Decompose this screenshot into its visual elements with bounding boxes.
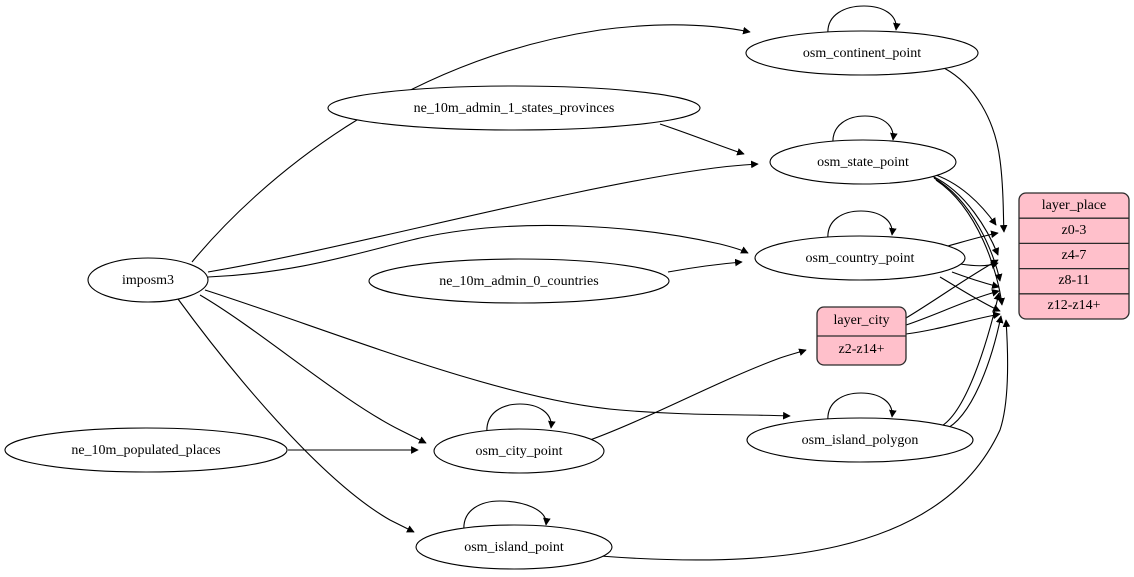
edge-imposm3-to-osm-city-point bbox=[199, 294, 427, 444]
edge-osm-island-polygon-to-layer-place-z8-11 bbox=[937, 292, 1002, 429]
record-row-layer-city-header: layer_city bbox=[834, 313, 890, 328]
node-ne-10m-admin-0-countries[interactable]: ne_10m_admin_0_countries bbox=[368, 258, 670, 304]
edge-imposm3-to-osm-state-point bbox=[207, 160, 759, 273]
node-layer: imposm3 ne_10m_admin_1_states_provinces … bbox=[4, 30, 979, 570]
node-label-osm-island-polygon: osm_island_polygon bbox=[802, 433, 919, 448]
edge-ne-admin1-to-osm-state-point bbox=[659, 123, 745, 156]
edge-osm-continent-point-to-layer-place-z0-3 bbox=[943, 67, 1008, 233]
record-row-layer-place-header: layer_place bbox=[1042, 198, 1107, 213]
record-layer: layer_place z0-3 z4-7 z8-11 z12-z14+ lay… bbox=[816, 192, 1130, 366]
node-osm-island-polygon[interactable]: osm_island_polygon bbox=[746, 417, 974, 463]
edge-osm-island-polygon-to-layer-place-z12-z14 bbox=[943, 315, 1004, 431]
node-osm-continent-point[interactable]: osm_continent_point bbox=[745, 30, 979, 76]
selfloop-osm-island-point bbox=[463, 500, 551, 532]
selfloop-osm-island-polygon bbox=[827, 392, 897, 423]
node-label-ne-10m-populated-places: ne_10m_populated_places bbox=[71, 443, 220, 458]
node-label-imposm3: imposm3 bbox=[122, 273, 174, 288]
edge-layer-city-to-layer-place-z12-z14 bbox=[905, 311, 1001, 335]
node-osm-island-point[interactable]: osm_island_point bbox=[415, 524, 613, 570]
selfloop-osm-city-point bbox=[486, 403, 556, 435]
edge-osm-state-point-to-layer-place-z0-3 bbox=[929, 172, 997, 226]
edge-imposm3-to-osm-island-point bbox=[177, 298, 415, 533]
node-label-osm-state-point: osm_state_point bbox=[817, 155, 909, 170]
edge-osm-country-point-to-layer-place-z8-11 bbox=[951, 271, 1000, 289]
selfloop-osm-state-point bbox=[832, 115, 898, 146]
edge-osm-island-point-to-layer-place-z12-z14 bbox=[599, 319, 1011, 561]
node-osm-country-point[interactable]: osm_country_point bbox=[754, 235, 966, 281]
edge-osm-state-point-to-layer-place-z4-7 bbox=[931, 175, 999, 256]
record-row-layer-place-z0-3[interactable]: z0-3 bbox=[1062, 223, 1087, 238]
node-label-osm-city-point: osm_city_point bbox=[475, 444, 562, 459]
record-row-layer-place-z8-11[interactable]: z8-11 bbox=[1058, 273, 1089, 288]
node-label-osm-country-point: osm_country_point bbox=[806, 251, 915, 266]
node-label-osm-island-point: osm_island_point bbox=[464, 540, 564, 555]
selfloop-osm-country-point bbox=[827, 210, 897, 241]
edge-osm-city-point-to-layer-city bbox=[589, 348, 807, 441]
node-ne-10m-admin-1-states-provinces[interactable]: ne_10m_admin_1_states_provinces bbox=[327, 85, 701, 131]
record-row-layer-city-z2-z14[interactable]: z2-z14+ bbox=[839, 342, 885, 357]
edge-imposm3-to-osm-continent-point bbox=[191, 24, 751, 263]
edge-imposm3-to-osm-country-point bbox=[207, 224, 749, 278]
node-imposm3[interactable]: imposm3 bbox=[87, 257, 209, 303]
node-osm-state-point[interactable]: osm_state_point bbox=[769, 139, 957, 185]
record-node-layer-place[interactable]: layer_place z0-3 z4-7 z8-11 z12-z14+ bbox=[1018, 192, 1130, 320]
record-row-layer-place-z4-7[interactable]: z4-7 bbox=[1062, 248, 1087, 263]
node-label-ne-10m-admin-1-states-provinces: ne_10m_admin_1_states_provinces bbox=[414, 101, 615, 116]
edge-osm-state-point-to-layer-place-z8-11 bbox=[933, 177, 1003, 282]
edge-osm-country-point-to-layer-place-z12-z14 bbox=[939, 276, 1001, 312]
edge-layer-city-to-layer-place-z4-7 bbox=[905, 259, 999, 319]
node-osm-city-point[interactable]: osm_city_point bbox=[433, 428, 605, 474]
node-label-osm-continent-point: osm_continent_point bbox=[803, 46, 921, 61]
edge-ne-admin0-to-osm-country-point bbox=[667, 258, 743, 273]
record-node-layer-city[interactable]: layer_city z2-z14+ bbox=[816, 306, 907, 366]
edge-imposm3-to-osm-island-polygon bbox=[204, 289, 791, 420]
edge-layer bbox=[177, 5, 1011, 561]
selfloop-osm-continent-point bbox=[827, 5, 901, 36]
edge-layer-city-to-layer-place-z8-11 bbox=[905, 289, 1000, 326]
node-ne-10m-populated-places[interactable]: ne_10m_populated_places bbox=[4, 427, 288, 473]
record-row-layer-place-z12-z14[interactable]: z12-z14+ bbox=[1048, 298, 1101, 313]
node-label-ne-10m-admin-0-countries: ne_10m_admin_0_countries bbox=[439, 274, 598, 289]
edge-osm-country-point-to-layer-place-z0-3 bbox=[947, 230, 999, 247]
